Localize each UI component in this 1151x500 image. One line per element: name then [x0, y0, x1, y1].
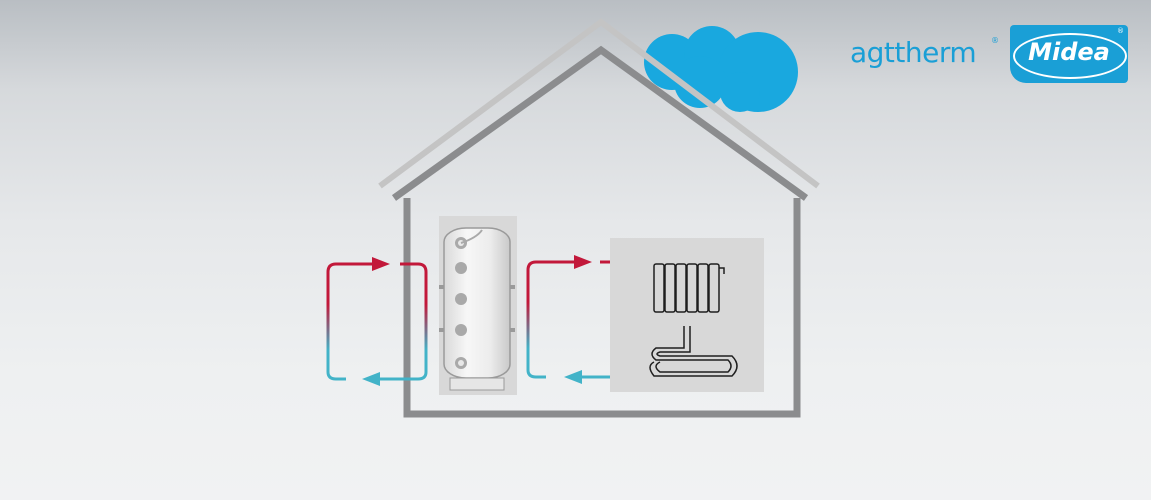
buffer-tank-icon: [439, 227, 515, 391]
underfloor-heating-icon: [649, 326, 738, 377]
house-walls: [403, 198, 801, 418]
radiator-icon: [653, 263, 725, 313]
heat-emitter-room: [610, 238, 764, 392]
brand-name: Midea: [1028, 38, 1110, 66]
return-arrow: [564, 370, 582, 384]
midea-logo: Midea ®: [1010, 25, 1128, 83]
cloud-icon: [644, 26, 798, 112]
source-loop: [326, 257, 428, 386]
supply-arrow: [372, 257, 390, 271]
logo-ring: [1013, 33, 1127, 79]
supply-arrow: [574, 255, 592, 269]
logo-registered-mark: ®: [991, 36, 999, 45]
house-roof: [378, 18, 820, 201]
agttherm-logo: agttherm: [850, 36, 977, 69]
return-arrow: [362, 372, 380, 386]
brand-registered-mark: ®: [1117, 27, 1124, 35]
